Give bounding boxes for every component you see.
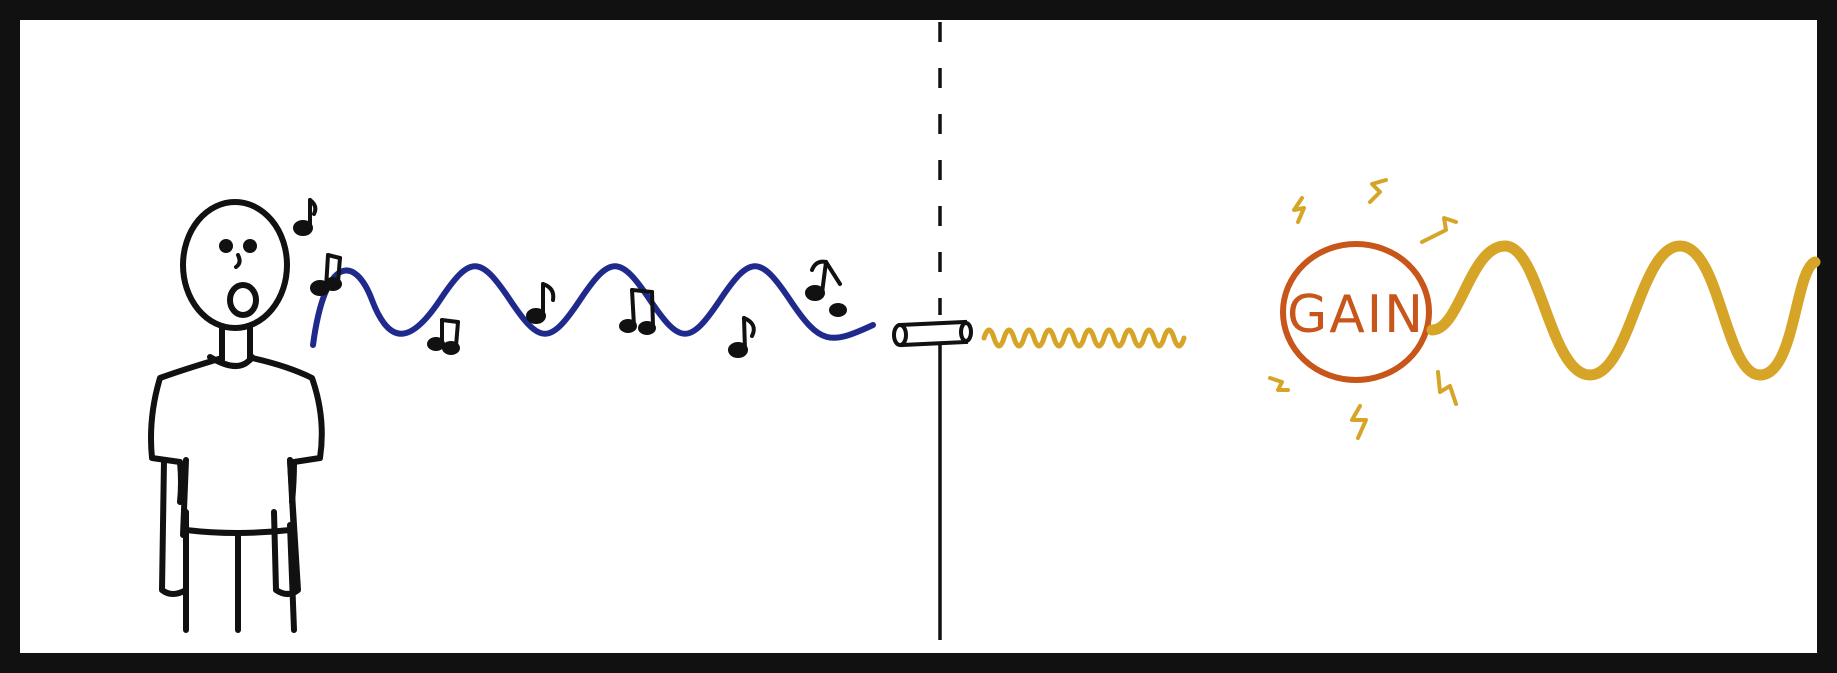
spark-icon (1268, 376, 1290, 392)
music-note-icon (310, 253, 342, 296)
singer-figure (148, 199, 325, 633)
spark-icon (1350, 404, 1368, 440)
singer-eye (219, 239, 233, 253)
music-notes (293, 198, 847, 358)
spark-icon (1368, 178, 1388, 204)
gain-circle (1280, 241, 1432, 383)
music-note-icon (427, 318, 460, 355)
singer-head (180, 199, 290, 331)
gain-label: GAIN (1287, 285, 1425, 345)
input-wave (310, 263, 876, 348)
music-note-icon (728, 316, 756, 358)
spark-icon (1436, 370, 1458, 406)
spark-icon (1420, 216, 1458, 244)
music-note-icon (293, 198, 318, 236)
music-note-icon (526, 282, 556, 324)
gain-sparks (1268, 178, 1458, 440)
microphone (892, 319, 973, 348)
music-note-icon (805, 259, 847, 317)
amplified-wave (1426, 240, 1821, 381)
singer-eye (243, 239, 257, 253)
singer-mouth (227, 282, 259, 318)
spark-icon (1292, 196, 1306, 224)
gain-stage: GAIN (1280, 241, 1432, 383)
small-signal-wave (981, 327, 1187, 349)
music-note-icon (619, 288, 656, 335)
